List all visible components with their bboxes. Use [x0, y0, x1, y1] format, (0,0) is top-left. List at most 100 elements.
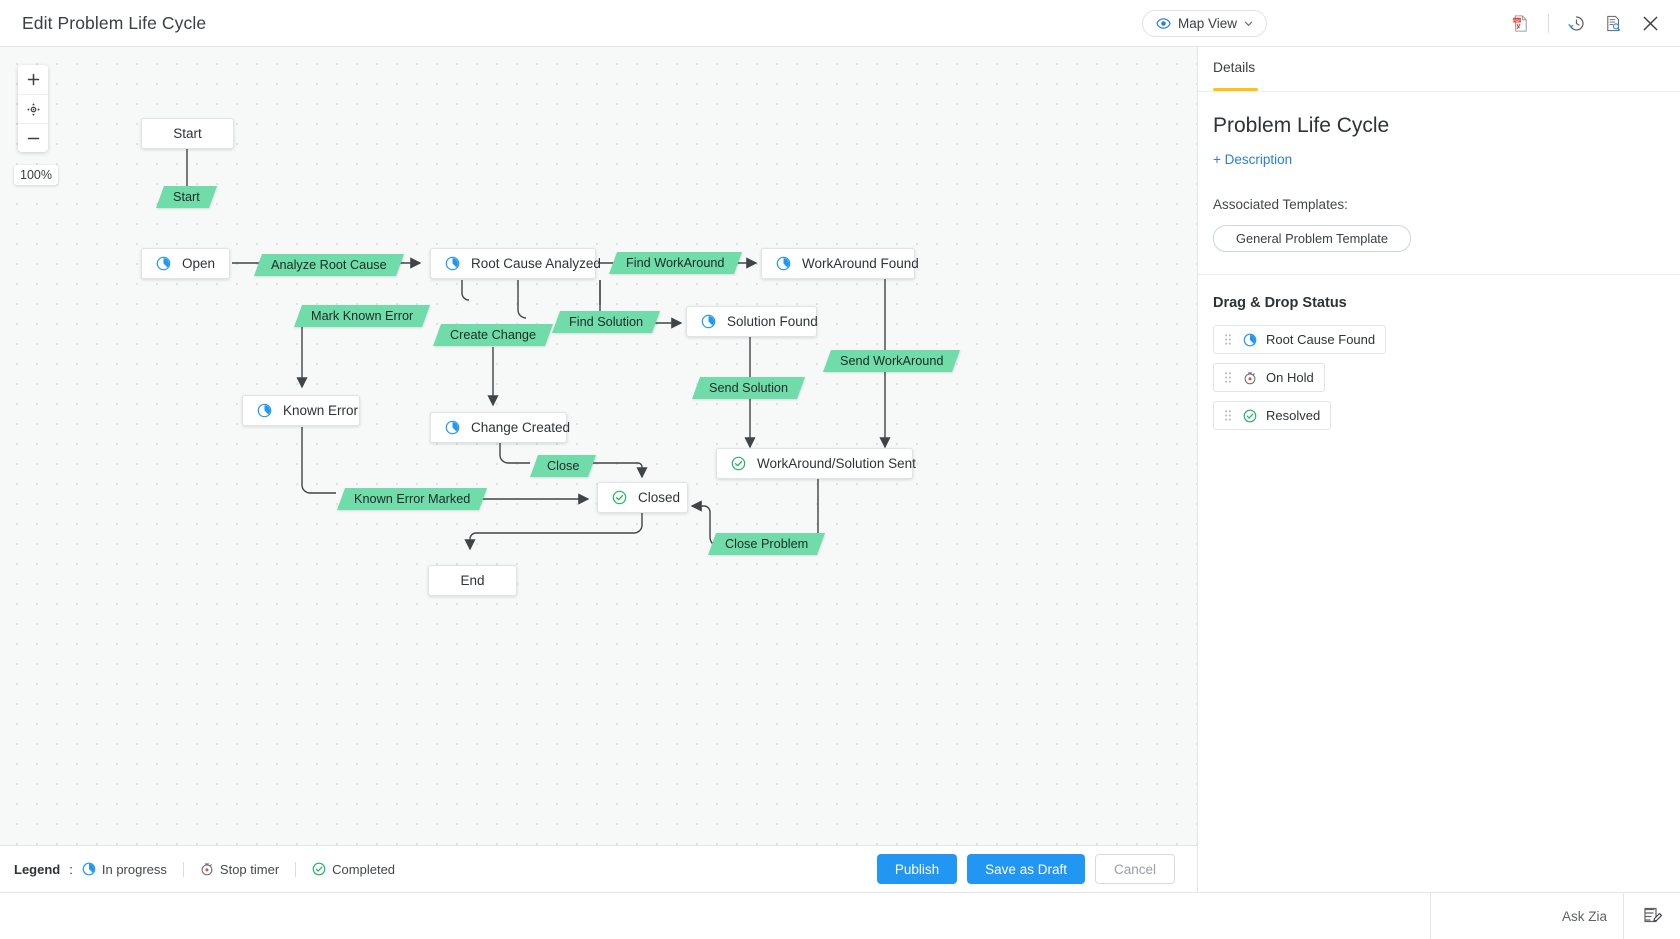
node-label: WorkAround/Solution Sent: [757, 456, 916, 471]
legend-label-text: In progress: [101, 861, 167, 877]
header-actions: PDF: [1511, 0, 1660, 47]
drag-drop-item-label: Root Cause Found: [1266, 332, 1376, 347]
in-progress-icon: [445, 256, 460, 271]
node-solution-found[interactable]: Solution Found: [686, 306, 818, 337]
tab-active-indicator: [1213, 88, 1258, 91]
node-start[interactable]: Start: [141, 118, 234, 149]
transition-send-workaround[interactable]: Send WorkAround: [822, 350, 961, 372]
legend-colon: :: [69, 861, 73, 877]
transition-mark-known-error[interactable]: Mark Known Error: [293, 305, 431, 327]
node-label: Closed: [638, 490, 681, 505]
zoom-out-button[interactable]: [18, 123, 48, 152]
close-icon[interactable]: [1641, 14, 1660, 33]
transition-label: Find WorkAround: [626, 256, 725, 270]
minus-icon: [27, 137, 39, 139]
node-label: Open: [182, 256, 216, 271]
header-divider: [1548, 14, 1549, 33]
in-progress-icon: [156, 256, 171, 271]
node-label: WorkAround Found: [802, 256, 919, 271]
crosshair-icon: [26, 102, 40, 116]
legend-label-text: Stop timer: [219, 861, 280, 877]
node-label: Known Error: [283, 403, 359, 418]
associated-templates-label: Associated Templates:: [1213, 197, 1348, 212]
history-icon[interactable]: [1567, 14, 1586, 33]
bottom-bar-divider: [1623, 892, 1624, 939]
legend-item-completed: Completed: [312, 862, 395, 877]
node-label: End: [460, 573, 485, 588]
node-workaround-solution-sent[interactable]: WorkAround/Solution Sent: [716, 448, 916, 479]
compose-icon: [1644, 907, 1662, 923]
transition-known-error-marked[interactable]: Known Error Marked: [336, 488, 488, 510]
map-view-label: Map View: [1178, 16, 1238, 31]
transition-label: Known Error Marked: [354, 492, 471, 506]
legend-item-in-progress: In progress: [82, 862, 167, 877]
drag-handle-icon[interactable]: [1224, 333, 1232, 346]
node-root-cause-analyzed[interactable]: Root Cause Analyzed: [430, 248, 601, 279]
tab-details[interactable]: Details: [1213, 60, 1256, 75]
in-progress-icon: [1243, 333, 1257, 346]
transition-close[interactable]: Close: [529, 455, 597, 477]
completed-icon: [1243, 409, 1257, 422]
drag-drop-item-on-hold[interactable]: On Hold: [1213, 363, 1325, 392]
transition-label: Close Problem: [725, 537, 809, 551]
transition-label: Start: [173, 190, 200, 204]
page-title: Edit Problem Life Cycle: [22, 12, 207, 33]
drag-handle-icon[interactable]: [1224, 409, 1232, 422]
node-label: Root Cause Analyzed: [471, 256, 601, 271]
node-open[interactable]: Open: [141, 248, 230, 279]
transition-label: Mark Known Error: [311, 309, 414, 323]
node-change-created[interactable]: Change Created: [430, 412, 570, 443]
transition-label: Analyze Root Cause: [271, 258, 387, 272]
transition-label: Find Solution: [569, 315, 644, 329]
transition-find-solution[interactable]: Find Solution: [551, 311, 661, 333]
map-view-button[interactable]: Map View: [1142, 10, 1268, 37]
fit-to-screen-button[interactable]: [18, 94, 48, 123]
save-as-draft-button[interactable]: Save as Draft: [967, 854, 1085, 884]
eye-icon: [1156, 18, 1171, 29]
plus-icon: [27, 73, 39, 86]
audit-document-icon[interactable]: [1604, 14, 1623, 33]
completed-icon: [312, 862, 326, 876]
node-known-error[interactable]: Known Error: [242, 395, 360, 426]
zoom-in-button[interactable]: [18, 65, 48, 94]
legend-item-stop-timer: Stop timer: [200, 862, 279, 877]
transition-analyze-root-cause[interactable]: Analyze Root Cause: [253, 254, 404, 276]
drag-handle-icon[interactable]: [1224, 371, 1232, 384]
workflow-title: Problem Life Cycle: [1213, 114, 1390, 137]
template-chip-general-problem-template[interactable]: General Problem Template: [1213, 225, 1411, 252]
add-description-link[interactable]: + Description: [1213, 152, 1293, 167]
transition-close-problem[interactable]: Close Problem: [707, 533, 826, 555]
workflow-canvas[interactable]: 100%: [0, 47, 1197, 892]
workflow-connectors: [181, 149, 891, 551]
completed-icon: [731, 456, 746, 471]
transition-start[interactable]: Start: [155, 186, 217, 208]
node-end[interactable]: End: [428, 565, 517, 596]
ask-zia-button[interactable]: Ask Zia: [1561, 908, 1607, 924]
drag-drop-item-resolved[interactable]: Resolved: [1213, 401, 1332, 430]
drag-drop-item-label: On Hold: [1266, 370, 1314, 385]
publish-button[interactable]: Publish: [876, 854, 958, 884]
chevron-down-icon: [1244, 21, 1253, 27]
legend: Legend : In progress Stop timer: [14, 861, 395, 877]
compose-button[interactable]: [1624, 906, 1680, 926]
in-progress-icon: [701, 314, 716, 329]
in-progress-icon: [776, 256, 791, 271]
node-label: Solution Found: [727, 314, 818, 329]
export-pdf-icon[interactable]: PDF: [1511, 14, 1530, 33]
in-progress-icon: [445, 420, 460, 435]
drag-drop-item-root-cause-found[interactable]: Root Cause Found: [1213, 325, 1387, 354]
transition-find-workaround[interactable]: Find WorkAround: [608, 252, 742, 274]
legend-separator: [295, 861, 297, 877]
cancel-button[interactable]: Cancel: [1094, 854, 1175, 884]
transition-send-solution[interactable]: Send Solution: [691, 377, 806, 399]
node-label: Start: [173, 126, 202, 141]
legend-title: Legend: [14, 861, 61, 877]
map-view-control: Map View: [1142, 10, 1268, 37]
transition-create-change[interactable]: Create Change: [432, 324, 554, 346]
node-workaround-found[interactable]: WorkAround Found: [761, 248, 919, 279]
drag-drop-status-title: Drag & Drop Status: [1213, 295, 1347, 311]
node-closed[interactable]: Closed: [597, 482, 688, 513]
details-panel: Details Problem Life Cycle + Description…: [1197, 47, 1680, 892]
section-divider: [1198, 274, 1680, 275]
